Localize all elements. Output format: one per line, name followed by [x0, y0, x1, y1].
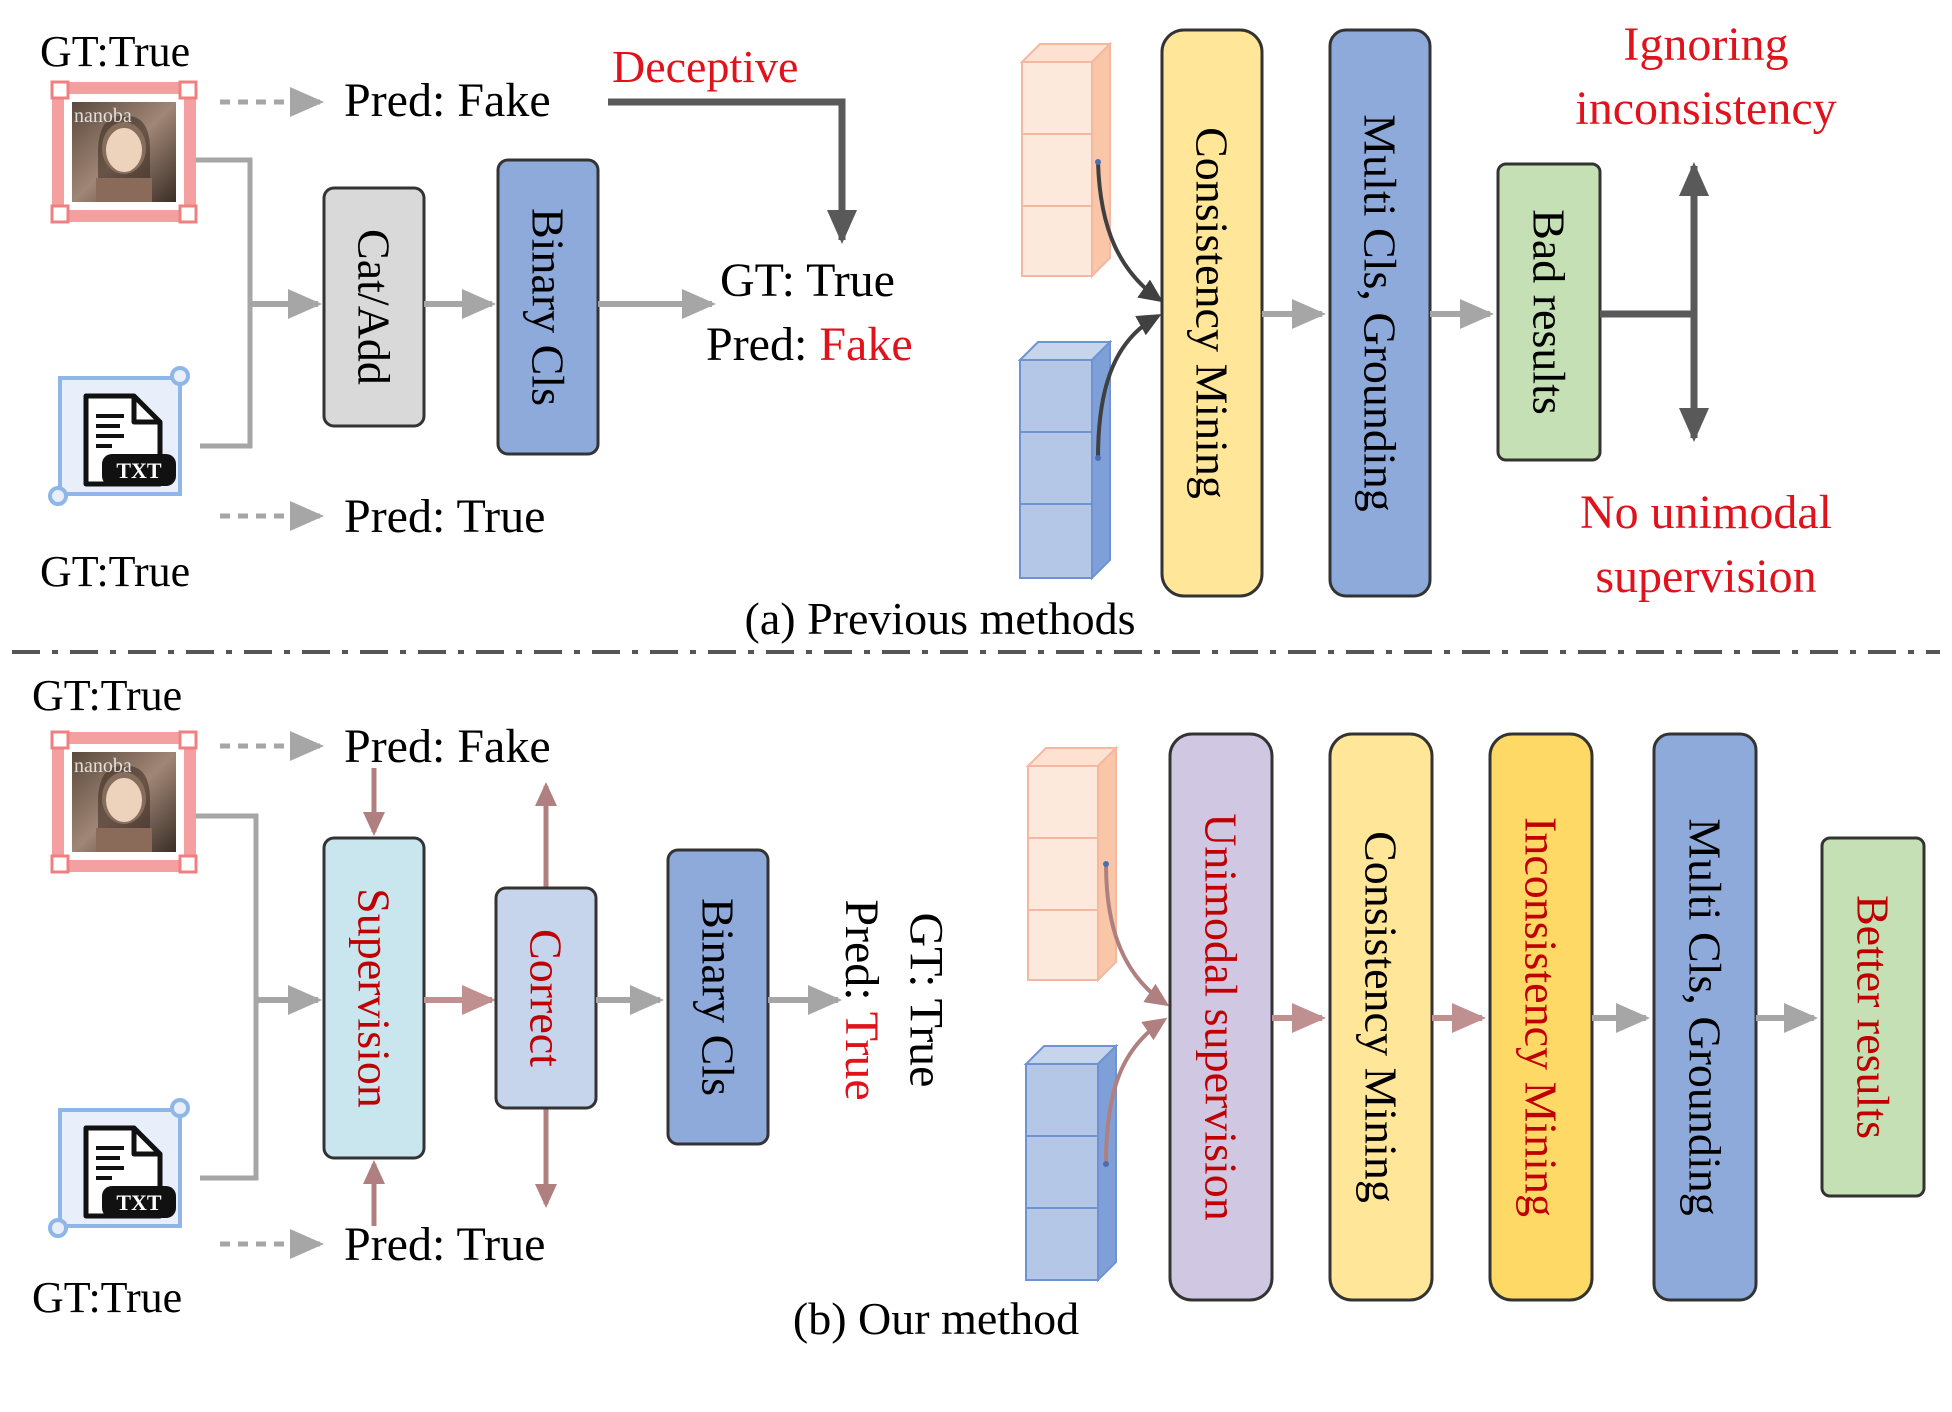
top-photo-overlay-text: nanoba [74, 105, 132, 127]
top-result-pred-prefix: Pred: [706, 318, 819, 371]
top-multi-cls-label: Multi Cls, Grounding [1355, 114, 1406, 511]
top-text-icon: TXT [50, 368, 188, 504]
cat-add-label: Cat/Add [349, 229, 400, 385]
bad-results-box: Bad results [1496, 162, 1602, 462]
bottom-multi-cls-label: Multi Cls, Grounding [1680, 818, 1731, 1215]
panel-previous-methods: GT:True nanoba Pred: Fake Deceptive Cat/… [40, 18, 1837, 644]
top-gt-image-label: GT:True [40, 27, 190, 76]
bottom-gt-image-label: GT:True [32, 671, 182, 720]
deceptive-label: Deceptive [612, 41, 798, 92]
top-image-feature-dot [1095, 159, 1101, 165]
bottom-text-feature-dot [1103, 1161, 1109, 1167]
caption-our-method: (b) Our method [793, 1293, 1079, 1344]
better-results-box: Better results [1820, 836, 1926, 1198]
supervision-label: Supervision [349, 888, 400, 1108]
top-image-connector [196, 157, 253, 304]
bottom-text-connector [200, 1000, 259, 1181]
top-image-feature-curve [1096, 161, 1164, 303]
bottom-pred-text-label: Pred: True [344, 1218, 545, 1271]
top-gt-text-label: GT:True [40, 547, 190, 596]
bottom-result-pred-value: True [836, 1012, 889, 1101]
ignoring-line2: inconsistency [1575, 82, 1836, 135]
ignoring-line1: Ignoring [1623, 18, 1788, 71]
no-unimodal-line2: supervision [1595, 550, 1816, 603]
top-multi-cls-box: Multi Cls, Grounding [1328, 28, 1432, 598]
bottom-image-feature-dot [1103, 861, 1109, 867]
top-binary-cls-label: Binary Cls [523, 208, 574, 406]
cat-add-box: Cat/Add [322, 186, 426, 428]
bottom-image-feature-stack [1025, 745, 1119, 983]
top-pred-text-label: Pred: True [344, 490, 545, 543]
top-result-pred-value: Fake [819, 318, 912, 371]
bottom-result-pred: Pred: True [836, 899, 889, 1100]
bottom-image-feature-curve [1104, 863, 1170, 1007]
top-result-pred: Pred: Fake [706, 318, 913, 371]
deceptive-arrow [608, 98, 857, 244]
top-text-connector [200, 304, 253, 449]
correct-box: Correct [494, 886, 598, 1110]
bad-results-label: Bad results [1524, 209, 1575, 415]
bottom-binary-cls-label: Binary Cls [693, 898, 744, 1096]
panel-our-method: GT:True nanoba Pred: Fake Supervision Co… [32, 671, 1926, 1344]
bottom-consistency-mining-box: Consistency Mining [1328, 732, 1434, 1302]
top-result-gt: GT: True [720, 254, 895, 307]
bottom-gt-text-label: GT:True [32, 1273, 182, 1322]
inconsistency-mining-label: Inconsistency Mining [1516, 817, 1567, 1217]
bottom-multi-cls-box: Multi Cls, Grounding [1652, 732, 1758, 1302]
top-text-feature-curve [1096, 314, 1162, 459]
supervision-box: Supervision [322, 836, 426, 1160]
correct-label: Correct [521, 929, 572, 1067]
bottom-consistency-mining-label: Consistency Mining [1356, 831, 1407, 1203]
better-results-label: Better results [1848, 895, 1899, 1139]
unimodal-supervision-label: Unimodal supervision [1196, 813, 1247, 1221]
top-text-feature-stack [1017, 339, 1113, 581]
bottom-result-gt: GT: True [900, 913, 953, 1088]
inconsistency-mining-box: Inconsistency Mining [1488, 732, 1594, 1302]
bottom-text-feature-stack [1023, 1043, 1119, 1283]
top-consistency-mining-label: Consistency Mining [1187, 127, 1238, 499]
bottom-text-feature-curve [1104, 1017, 1168, 1165]
top-text-feature-dot [1095, 455, 1101, 461]
bottom-text-icon: TXT [50, 1100, 188, 1236]
unimodal-supervision-box: Unimodal supervision [1168, 732, 1274, 1302]
caption-previous-methods: (a) Previous methods [745, 593, 1136, 644]
bottom-pred-image-label: Pred: Fake [344, 720, 551, 773]
top-consistency-mining-box: Consistency Mining [1160, 28, 1264, 598]
top-txt-badge: TXT [116, 458, 162, 483]
top-binary-cls-box: Binary Cls [496, 158, 600, 456]
bottom-image-icon: nanoba [52, 732, 196, 872]
top-pred-image-label: Pred: Fake [344, 74, 551, 127]
bottom-binary-cls-box: Binary Cls [666, 848, 770, 1146]
bottom-result-pred-prefix: Pred: [836, 899, 889, 1011]
top-image-feature-stack [1019, 41, 1113, 279]
bottom-txt-badge: TXT [116, 1190, 162, 1215]
top-image-icon: nanoba [52, 82, 196, 222]
no-unimodal-line1: No unimodal [1580, 486, 1832, 539]
bottom-image-connector [196, 813, 259, 1000]
bottom-photo-overlay-text: nanoba [74, 755, 132, 777]
